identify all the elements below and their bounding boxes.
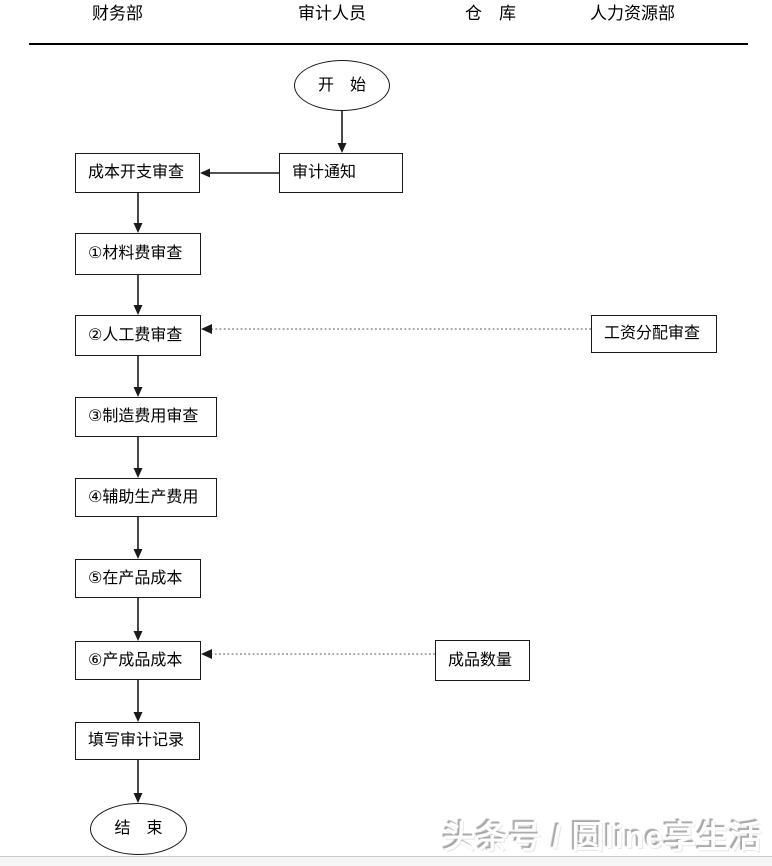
arrow-audit-notice-to-cost-review [200,168,279,178]
node-product-quantity: 成品数量 [435,640,530,681]
node-end: 结 束 [90,803,187,855]
arrow-step4-to-step5 [133,517,143,559]
arrow-step6-to-fill-record [133,680,143,722]
node-step6-finished-cost: ⑥产成品成本 [75,641,201,680]
node-step2-labor-fee: ②人工费审查 [75,315,201,356]
dotted-arrow-wage-review-to-step2 [201,324,591,334]
dotted-arrow-product-qty-to-step6 [201,649,435,659]
arrow-step1-to-step2 [133,275,143,315]
node-step5-wip-cost: ⑤在产品成本 [75,559,201,598]
lane-separator-line [29,43,748,45]
node-audit-notice: 审计通知 [279,153,403,193]
node-start: 开 始 [294,60,390,111]
node-cost-review: 成本开支审查 [75,153,200,193]
node-fill-audit-record: 填写审计记录 [75,722,200,760]
bottom-edge-band [0,857,772,866]
arrow-cost-review-to-step1 [133,193,143,233]
node-step1-material-fee: ①材料费审查 [75,233,201,275]
arrow-step5-to-step6 [133,598,143,641]
lane-header-finance: 财务部 [92,4,143,23]
bottom-edge-line [0,856,772,857]
arrow-fill-record-to-end [133,760,143,803]
lane-header-hr: 人力资源部 [590,4,675,23]
node-step4-auxiliary-production: ④辅助生产费用 [75,478,217,517]
arrow-step2-to-step3 [133,356,143,397]
watermark-text: 头条号 / 圆line享生活 [443,819,763,855]
lane-header-auditors: 审计人员 [298,4,366,23]
arrow-step3-to-step4 [133,437,143,478]
lane-header-warehouse: 仓 库 [465,4,516,23]
node-wage-allocation-review: 工资分配审查 [591,315,717,353]
arrow-start-to-audit-notice [337,111,347,153]
node-step3-manufacturing-expense: ③制造费用审查 [75,397,217,437]
